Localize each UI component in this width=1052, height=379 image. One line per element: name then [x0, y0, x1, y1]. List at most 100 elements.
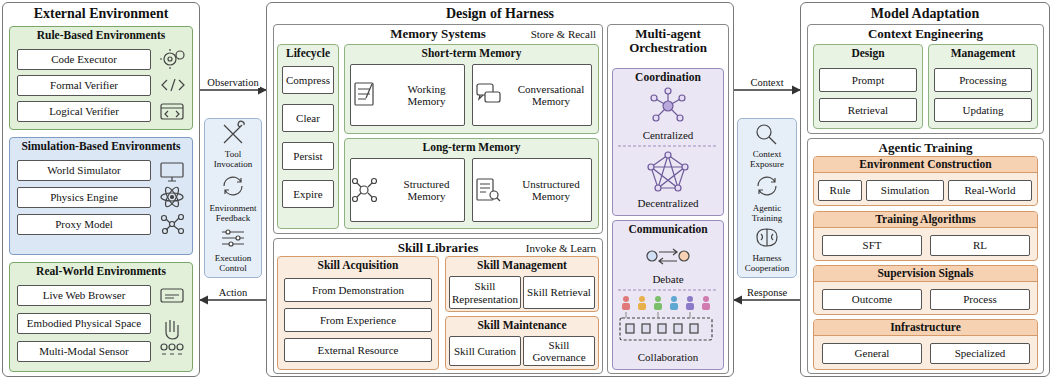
centralized-icon — [651, 88, 685, 121]
debate-icon — [647, 249, 689, 264]
item-box: Formal Verifier — [17, 75, 151, 96]
node-label: Skill Governance — [526, 339, 592, 363]
item-box: World Simulator — [17, 160, 151, 181]
magnifier-icon — [757, 125, 776, 144]
edge-label: Observation — [206, 77, 259, 88]
node-label: Multi-Modal Sensor — [39, 345, 129, 357]
divider-line — [618, 289, 718, 290]
item-box: RL — [930, 235, 1030, 256]
group-box: Real-World EnvironmentsLive Web BrowserE… — [9, 262, 193, 372]
strip-item: Environment Feedback — [205, 172, 261, 226]
node-label: Real-World Environments — [10, 265, 192, 278]
node-sublabel: Store & Recall — [531, 28, 596, 40]
cycle-icon — [224, 177, 242, 195]
strip-item: Harness Cooperation — [738, 226, 796, 276]
node-label: Skill Curation — [454, 345, 516, 357]
node-label: Processing — [959, 74, 1007, 86]
node-label: Physics Engine — [50, 191, 118, 203]
section-box: Memory SystemsStore & RecallLifecycleCom… — [273, 24, 603, 234]
node-label: Skill Management — [446, 259, 598, 272]
section-box: Agentic TrainingEnvironment Construction… — [807, 138, 1044, 374]
node-label: External Environment — [3, 6, 199, 22]
node-label: Updating — [963, 104, 1004, 116]
item-box: Prompt — [819, 68, 917, 92]
node-label: Live Web Browser — [43, 289, 126, 301]
item-box: Logical Verifier — [17, 101, 151, 122]
shared-workspace-icon — [620, 312, 712, 340]
node-label: Real-World — [964, 184, 1015, 196]
node-label: General — [855, 347, 890, 359]
node-label: Multi-agent Orchestration — [608, 27, 728, 56]
item-box: Multi-Modal Sensor — [17, 341, 151, 362]
item-box: From Demonstration — [284, 278, 432, 302]
item-box: Code Executor — [17, 49, 151, 70]
item-box: Processing — [934, 68, 1032, 92]
section-box: Skill LibrariesInvoke & LearnSkill Acqui… — [273, 238, 603, 374]
item-box: SFT — [822, 235, 922, 256]
strip-item: Agentic Training — [738, 172, 796, 226]
wrench-icon — [224, 121, 244, 143]
hand-icon — [166, 320, 178, 339]
node-label: World Simulator — [47, 164, 120, 176]
node-label: From Demonstration — [312, 284, 404, 296]
group-box: DesignPromptRetrieval — [813, 44, 923, 129]
node-label: Rule — [830, 184, 851, 196]
node-label: Context Exposure — [738, 150, 796, 170]
node-label: Working Memory — [391, 83, 462, 107]
node-label: Embodied Physical Space — [27, 317, 141, 329]
chat-icon — [477, 84, 500, 102]
node-label: Clear — [296, 112, 320, 124]
node-label: Communication — [613, 223, 723, 236]
node-label: Management — [929, 47, 1037, 60]
node-label: Rule-Based Environments — [10, 29, 192, 42]
group-box: LifecycleCompressClearPersistExpire — [277, 44, 339, 229]
strip-item: Execution Control — [205, 226, 261, 276]
network-icon — [162, 215, 184, 234]
node-label: Long-term Memory — [345, 141, 598, 154]
node-label: Skill Representation — [452, 280, 518, 304]
group-box: InfrastructureGeneral Specialized — [813, 319, 1038, 370]
group-box: Simulation-Based EnvironmentsWorld Simul… — [9, 137, 193, 255]
group-box: Skill AcquisitionFrom DemonstrationFrom … — [277, 256, 439, 370]
item-box: Physics Engine — [17, 187, 151, 208]
document-icon — [477, 179, 500, 201]
item-box: General — [822, 343, 922, 364]
graph-icon — [353, 179, 377, 202]
item-box: Live Web Browser — [17, 285, 151, 306]
item-box: Process — [930, 289, 1030, 310]
node-label: Design — [814, 47, 922, 60]
flow-arrow — [200, 299, 266, 300]
collaboration-icon — [622, 296, 710, 310]
item-box: Real-World — [948, 180, 1032, 201]
item-box: From Experience — [284, 308, 432, 332]
node-label: Persist — [293, 150, 322, 162]
atom-icon — [161, 185, 183, 208]
node-label: From Experience — [320, 314, 396, 326]
node-label: Structured Memory — [391, 178, 462, 202]
node-label: Retrieval — [848, 104, 888, 116]
node-label: Short-term Memory — [345, 47, 598, 60]
node-label: Supervision Signals — [814, 266, 1037, 282]
flow-arrow — [734, 89, 800, 90]
node-label: Specialized — [955, 347, 1006, 359]
node-sublabel: Centralized — [613, 129, 723, 141]
item-box: Specialized — [930, 343, 1030, 364]
group-box: Skill ManagementSkill RepresentationSkil… — [445, 256, 599, 312]
monitor-icon — [161, 163, 183, 181]
node-label: External Resource — [318, 344, 399, 356]
node-label: Execution Control — [205, 254, 261, 274]
item-box: Persist — [282, 142, 334, 170]
edge-label: Action — [218, 287, 249, 298]
panel: Design of HarnessMemory SystemsStore & R… — [266, 2, 734, 377]
node-label: Skill Maintenance — [446, 319, 598, 332]
node-label: Compress — [286, 74, 330, 86]
group-box: CommunicationDebateCollaboration — [612, 220, 724, 370]
node-label: Formal Verifier — [50, 79, 118, 91]
node-label: Prompt — [852, 74, 884, 86]
node-label: Proxy Model — [55, 218, 113, 230]
node-label: Infrastructure — [814, 320, 1037, 336]
item-box: Proxy Model — [17, 214, 151, 235]
node-label: Model Adaptation — [801, 6, 1049, 22]
node-label: Logical Verifier — [49, 105, 119, 117]
group-box: Skill MaintenanceSkill Curation Skill Gov… — [445, 316, 599, 370]
